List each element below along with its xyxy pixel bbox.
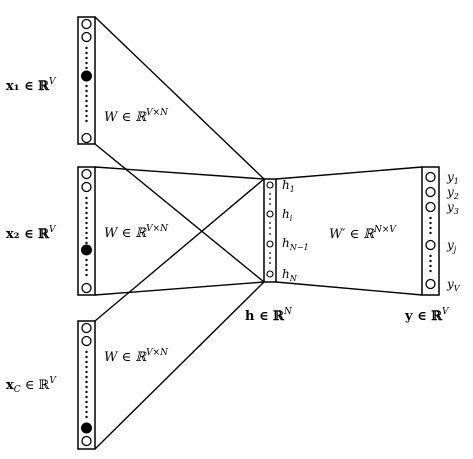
hidden-unit-circle (266, 181, 274, 189)
input-box-2 (77, 166, 96, 296)
connection-line (94, 143, 265, 283)
output-unit-circle (425, 278, 436, 290)
input-box-1 (77, 16, 96, 145)
input-unit-circle (81, 168, 92, 180)
active-unit-dot (81, 244, 92, 256)
ellipsis-dots (85, 84, 88, 123)
input-unit-circle (81, 181, 92, 193)
input-unit-circle (81, 132, 92, 144)
connection-line (94, 281, 265, 296)
connection-line (94, 166, 265, 180)
input-label-2: x₂ ∈ ℝV (6, 225, 57, 242)
output-unit-label-1: y1 (446, 170, 459, 186)
active-unit-dot (81, 70, 92, 82)
output-unit-label-2: y2 (446, 185, 459, 201)
hidden-unit-label-1: h1 (282, 178, 295, 194)
input-unit-circle (81, 322, 92, 334)
output-unit-label-j: yj (446, 238, 457, 254)
active-unit-dot (81, 422, 92, 434)
input-vector-2 (77, 166, 96, 296)
input-label-c: xC ∈ ℝV (6, 376, 57, 395)
hidden-unit-circle (266, 210, 274, 218)
output-unit-circle (425, 186, 436, 198)
connections (94, 16, 423, 450)
input-unit-circle (81, 435, 92, 447)
connection-line (94, 16, 265, 180)
input-box-c (77, 320, 96, 450)
input-unit-circle (81, 18, 92, 30)
hidden-layer-label: h ∈ ℝN (245, 307, 293, 324)
input-unit-circle (81, 31, 92, 43)
connection-line (94, 281, 265, 450)
hidden-unit-label-i: hi (282, 207, 293, 223)
output-unit-circle (425, 201, 436, 213)
ellipsis-dots (269, 222, 271, 235)
output-box (421, 166, 440, 296)
hidden-box (263, 178, 277, 283)
ellipsis-dots (85, 46, 88, 70)
output-weight-label: W′ ∈ ℝN×V (329, 225, 397, 242)
weight-label-1: W ∈ ℝV×N (104, 108, 169, 125)
input-vector-1 (77, 16, 96, 145)
output-layer-label: y ∈ ℝV (404, 307, 450, 324)
ellipsis-dots (429, 216, 432, 235)
ellipsis-dots (269, 252, 271, 264)
hidden-layer (263, 178, 277, 283)
input-label-1: x₁ ∈ ℝV (6, 77, 57, 94)
input-unit-circle (81, 282, 92, 294)
weight-label-c: W ∈ ℝV×N (104, 348, 169, 365)
input-vector-c (77, 320, 96, 450)
weight-label-2: W ∈ ℝV×N (104, 224, 169, 241)
connection-line (275, 281, 423, 296)
hidden-unit-label-n-1: hN−1 (282, 236, 309, 252)
ellipsis-dots (85, 258, 88, 277)
ellipsis-dots (85, 350, 88, 419)
output-unit-circle (425, 239, 436, 251)
ellipsis-dots (429, 254, 432, 273)
hidden-unit-label-n: hN (282, 267, 298, 283)
connection-line (94, 178, 265, 322)
input-unit-circle (81, 335, 92, 347)
output-unit-label-v: yV (446, 277, 461, 293)
output-unit-label-3: y3 (446, 200, 459, 216)
hidden-unit-circle (266, 270, 274, 278)
ellipsis-dots (85, 196, 88, 245)
output-layer (421, 166, 440, 296)
hidden-unit-circle (266, 240, 274, 248)
output-unit-circle (425, 171, 436, 183)
connection-line (275, 166, 423, 180)
ellipsis-dots (269, 193, 271, 205)
